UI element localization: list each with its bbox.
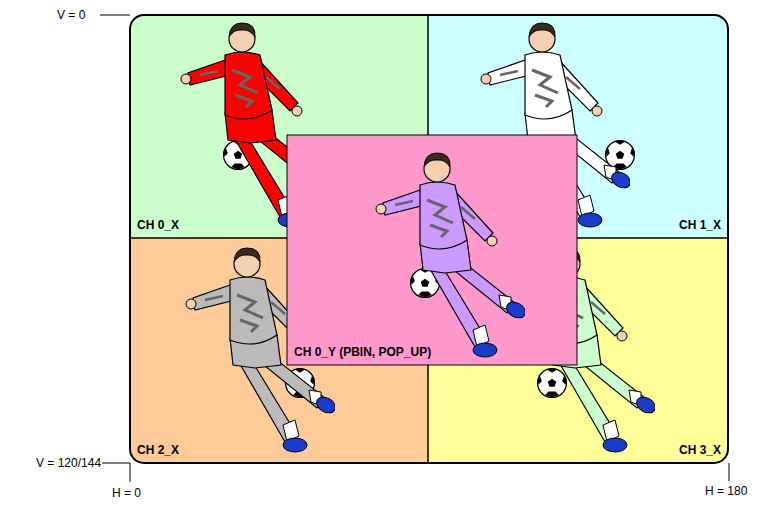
channel-window: CH 3_X [428,238,728,463]
popup-window: CH 0_Y (PBIN, POP_UP) [287,135,577,365]
screen-frame [130,15,728,463]
channel-label: CH 2_X [137,443,179,457]
player-figure [376,153,528,357]
screen-area [130,15,728,463]
coordinate-label: H = 0 [112,486,141,500]
tick-line [102,463,130,464]
tick-line [100,15,130,16]
channel-window: CH 0_X [130,15,428,238]
popup-fill [287,135,577,365]
tick-line [130,463,131,482]
coordinate-label: V = 0 [57,8,85,22]
channel-label: CH 1_X [679,218,721,232]
coordinate-label: V = 120/144 [36,456,101,470]
channel-label: CH 3_X [679,443,721,457]
channel-label: CH 0_Y (PBIN, POP_UP) [294,345,431,359]
channel-window: CH 1_X [428,15,728,238]
channel-label: CH 0_X [137,218,179,232]
coordinate-label: H = 180 [705,484,747,498]
tick-line [729,463,730,481]
